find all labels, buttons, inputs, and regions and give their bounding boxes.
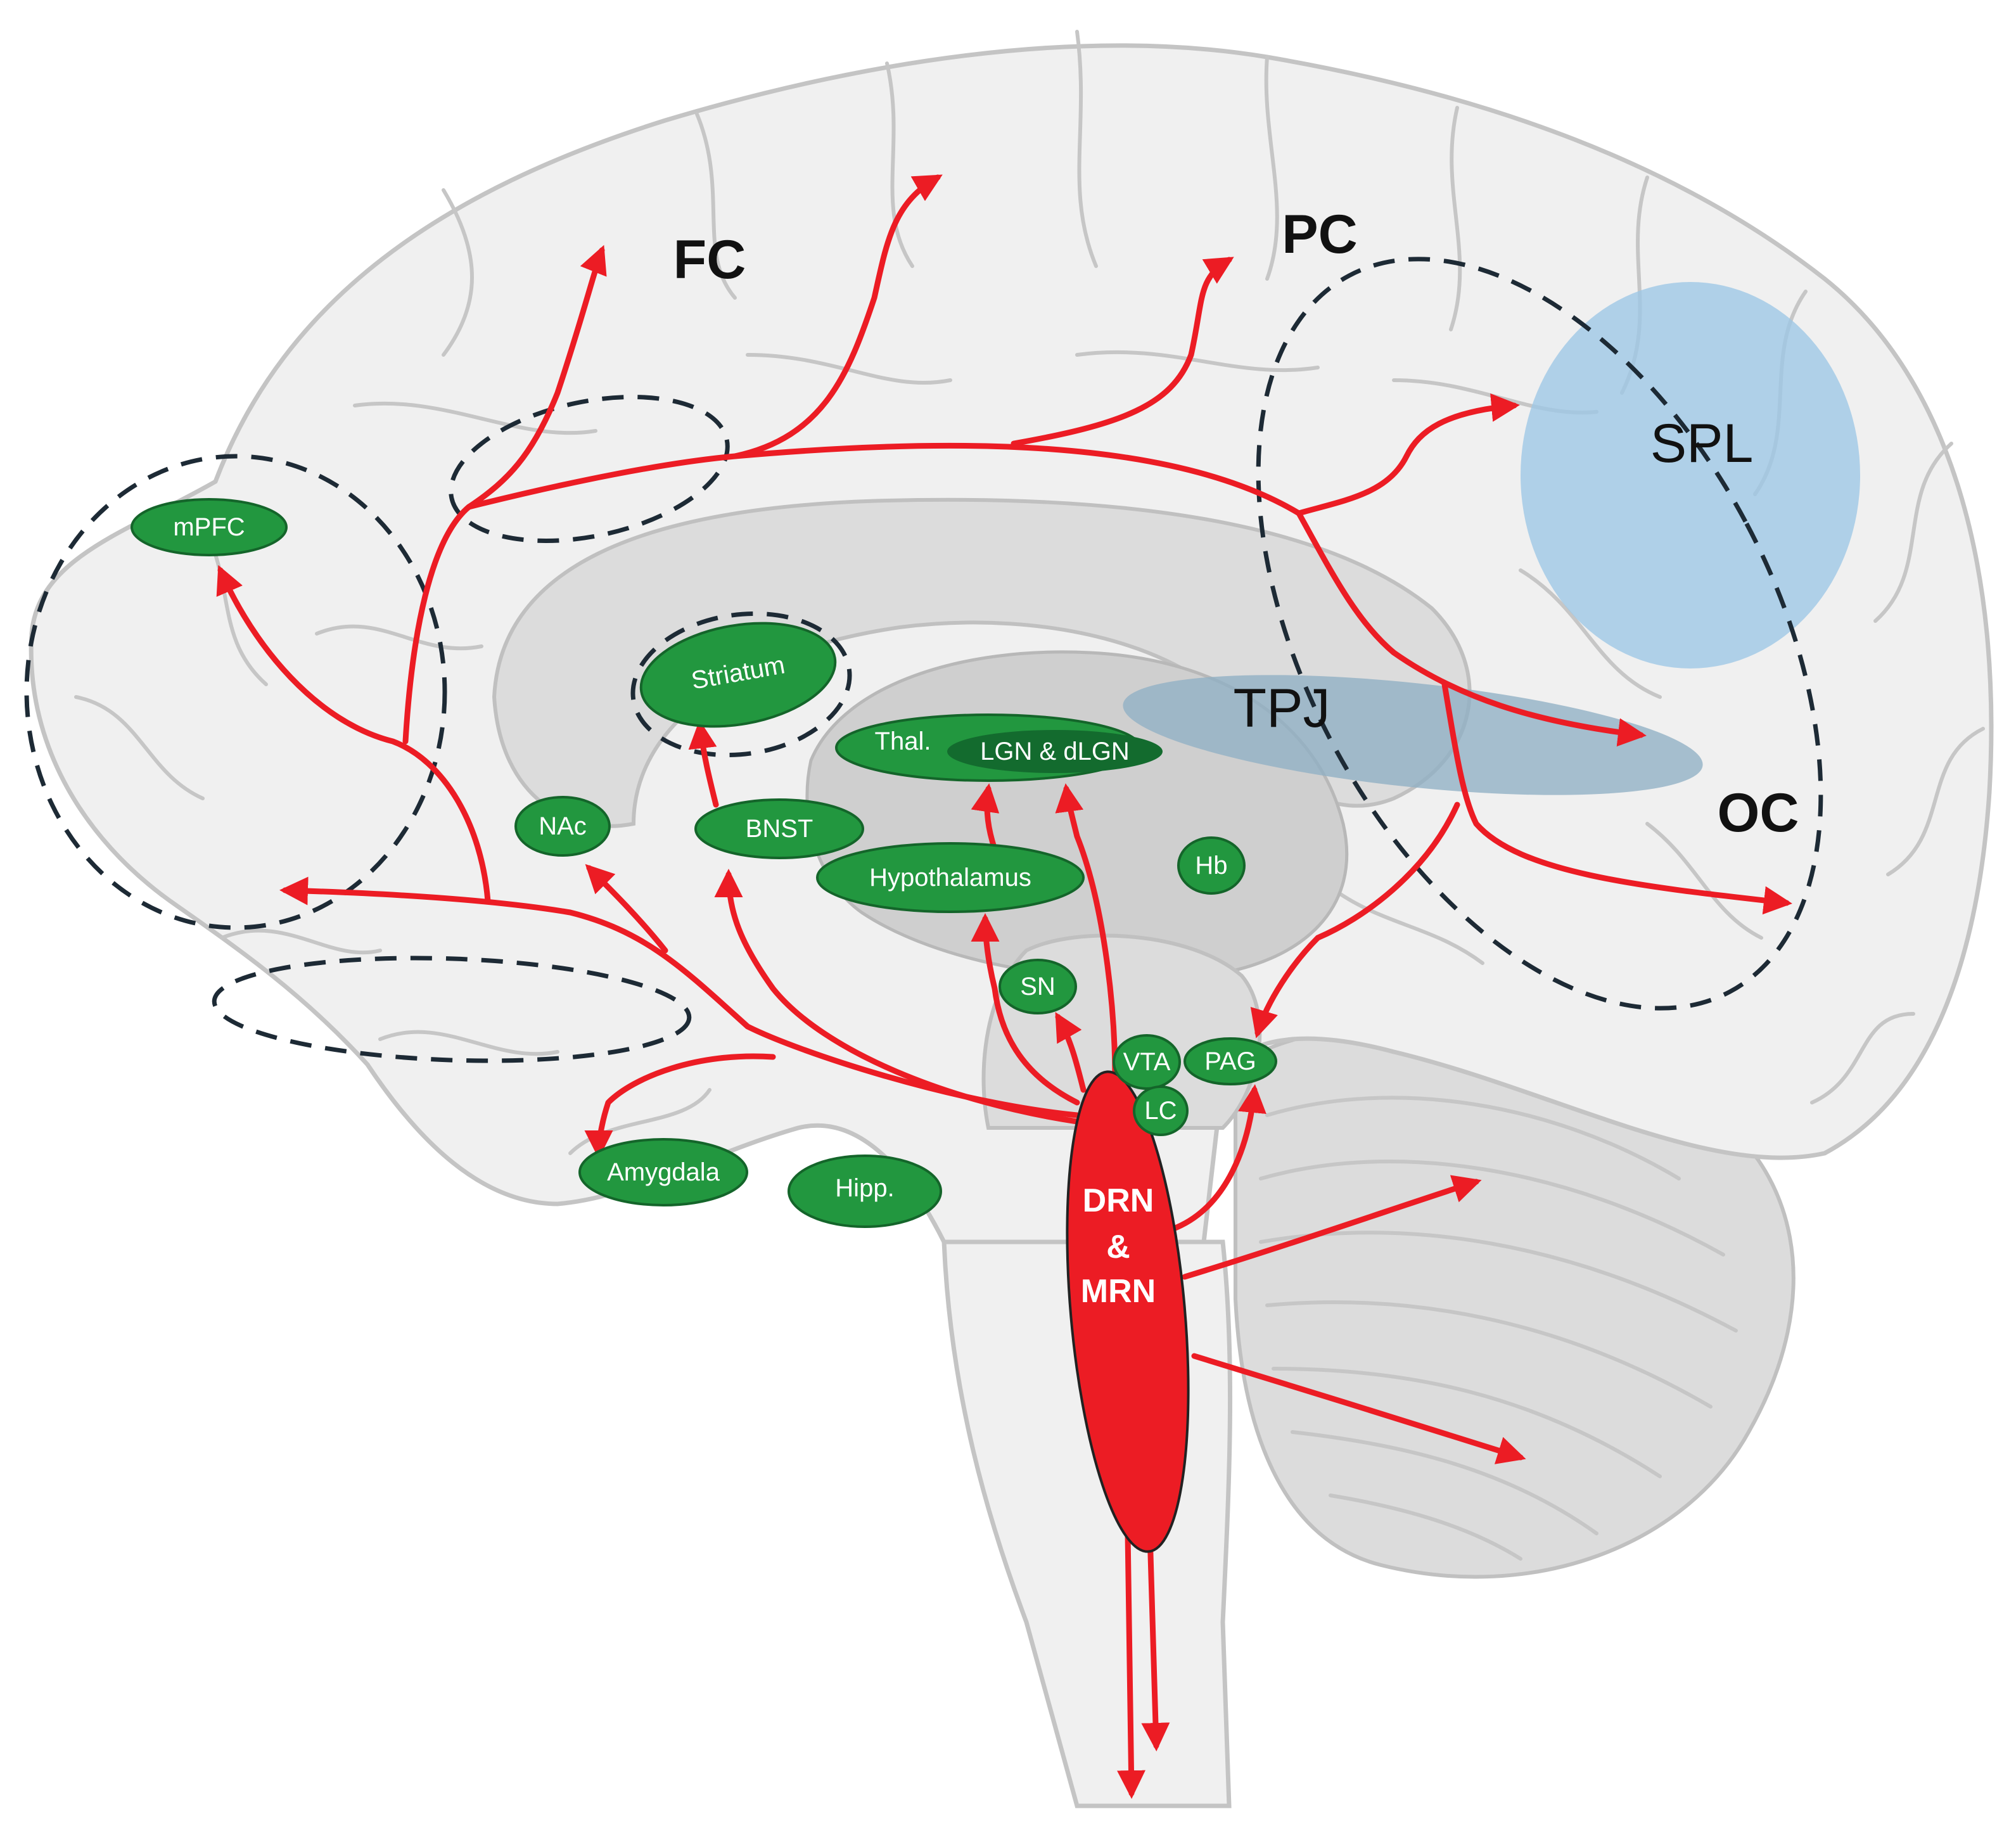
drn-mrn-ellipse [1066, 1070, 1190, 1553]
bnst-label: BNST [746, 815, 813, 843]
drn-mrn-source: DRN & MRN [1066, 1070, 1190, 1553]
dashed-outlines [24, 257, 1823, 1063]
projection-pathways [216, 174, 1792, 1799]
node-bnst: BNST [694, 798, 864, 859]
cerebrum [29, 43, 1994, 1244]
lc-label: LC [1144, 1097, 1177, 1125]
sn-label: SN [1020, 973, 1056, 1001]
corpus-callosum [492, 497, 1472, 828]
spl-label: SPL [1650, 413, 1754, 474]
vta-label: VTA [1123, 1048, 1171, 1076]
node-hipp: Hipp. [788, 1155, 942, 1228]
node-lc: LC [1133, 1085, 1189, 1136]
drn-amp-label: & [1106, 1229, 1130, 1265]
parietal-occipital-outline [1256, 257, 1823, 1011]
mpfc-outline [24, 454, 447, 930]
cerebellum [1234, 1021, 1796, 1579]
hb-label: Hb [1195, 852, 1227, 880]
oc-label: OC [1718, 783, 1799, 843]
orbitofrontal-outline [212, 956, 692, 1063]
node-amygdala: Amygdala [578, 1138, 748, 1206]
lgn-label: LGN & dLGN [980, 738, 1130, 765]
tpj-label: TPJ [1234, 678, 1330, 739]
hypothalamus-label: Hypothalamus [869, 864, 1031, 892]
drn-label: DRN [1083, 1182, 1154, 1219]
striatum-outline [630, 611, 852, 758]
target-nuclei: mPFC Striatum Thal. LGN & dLGN NAc BNST … [131, 498, 1277, 1228]
fc-label: FC [673, 229, 746, 290]
sulci [74, 30, 1985, 1155]
node-lgn: LGN & dLGN [947, 730, 1163, 773]
node-hypothalamus: Hypothalamus [816, 842, 1085, 913]
node-pag: PAG [1183, 1037, 1277, 1085]
node-striatum: Striatum [639, 622, 837, 728]
thal-label: Thal. [875, 727, 931, 755]
node-nac: NAc [514, 796, 611, 857]
pag-label: PAG [1204, 1047, 1256, 1075]
node-vta: VTA [1113, 1034, 1181, 1090]
node-hb: Hb [1177, 836, 1246, 895]
mpfc-label: mPFC [173, 513, 245, 541]
mrn-label: MRN [1081, 1273, 1156, 1310]
nac-label: NAc [539, 812, 587, 840]
tpj-region [1123, 675, 1703, 795]
spl-region [1521, 282, 1860, 668]
node-sn: SN [998, 959, 1077, 1014]
cingulate-outline [449, 395, 730, 543]
pc-label: PC [1282, 204, 1357, 265]
node-mpfc: mPFC [131, 498, 288, 556]
amygdala-label: Amygdala [607, 1158, 720, 1186]
hipp-label: Hipp. [835, 1174, 894, 1202]
